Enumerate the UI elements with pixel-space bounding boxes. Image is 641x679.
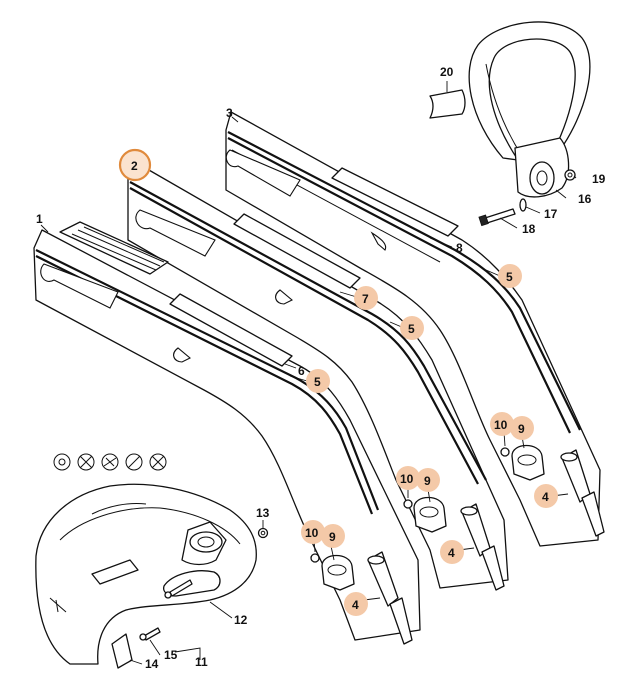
coupling-4-front (367, 551, 413, 645)
screw-10-back (500, 447, 510, 457)
callout-8[interactable]: 8 (456, 241, 463, 255)
callout-4-front[interactable]: 4 (352, 598, 359, 612)
highlight-10-back (490, 412, 514, 436)
callout-7[interactable]: 7 (362, 292, 369, 306)
selected-part-ring (118, 148, 152, 182)
highlight-9-back (510, 416, 534, 440)
callout-10-front[interactable]: 10 (305, 526, 319, 540)
callout-4-back[interactable]: 4 (542, 490, 549, 504)
callout-2[interactable]: 2 (131, 159, 138, 173)
highlight-5-middle (400, 316, 424, 340)
highlight-5-front (306, 369, 330, 393)
callout-19[interactable]: 19 (592, 172, 606, 186)
callout-9-middle[interactable]: 9 (424, 474, 431, 488)
callout-5-middle[interactable]: 5 (408, 322, 415, 336)
highlight-5-back (498, 264, 522, 288)
callout-18[interactable]: 18 (522, 222, 536, 236)
screw-15 (139, 627, 161, 641)
clamp-9-middle (413, 496, 447, 533)
callout-1[interactable]: 1 (36, 212, 43, 226)
washer-17 (519, 198, 527, 212)
highlight-4-front (344, 592, 368, 616)
highlight-4-middle (440, 540, 464, 564)
grass-blade-icon (101, 453, 119, 471)
callout-11[interactable]: 11 (195, 655, 208, 669)
callout-9-back[interactable]: 9 (518, 422, 525, 436)
callout-4-middle[interactable]: 4 (448, 546, 455, 560)
callout-17[interactable]: 17 (544, 207, 558, 221)
coupling-4-back (560, 449, 605, 537)
nut-19 (564, 169, 576, 181)
callout-6[interactable]: 6 (298, 364, 305, 378)
callout-13[interactable]: 13 (256, 506, 270, 520)
screw-10-front (310, 553, 320, 563)
callout-20[interactable]: 20 (440, 65, 454, 79)
highlight-9-front (321, 524, 345, 548)
highlight-4-back (534, 484, 558, 508)
highlight-bubbles (301, 264, 558, 616)
coupling-4-middle (460, 503, 505, 591)
no-metal-blade-icon (125, 453, 143, 471)
blade-14 (111, 633, 133, 669)
highlight-7 (354, 286, 378, 310)
highlight-10-middle (396, 466, 420, 490)
highlight-9-middle (416, 468, 440, 492)
highlight-10-front (301, 520, 325, 544)
screw-12-guard (164, 579, 193, 599)
cutting-line-icon (149, 453, 167, 471)
callout-12[interactable]: 12 (234, 613, 248, 627)
callout-numbers: 1 2 3 4 4 4 5 5 5 6 7 8 9 9 9 10 10 10 1… (36, 65, 606, 671)
callout-5-back[interactable]: 5 (506, 270, 513, 284)
loop-handle (468, 21, 591, 198)
nut-13 (257, 527, 269, 539)
shaft-assembly-3 (225, 111, 601, 547)
safety-icons-row (53, 453, 167, 471)
callout-16[interactable]: 16 (578, 192, 592, 206)
callout-10-back[interactable]: 10 (494, 418, 508, 432)
screw-18 (478, 208, 516, 227)
callout-15[interactable]: 15 (164, 648, 178, 662)
callout-10-middle[interactable]: 10 (400, 472, 414, 486)
clamp-9-back (511, 444, 545, 481)
safety-symbol-icon (53, 453, 71, 471)
callout-3[interactable]: 3 (226, 106, 233, 120)
handle-insert-20 (429, 89, 466, 119)
no-saw-blade-icon (77, 453, 95, 471)
callout-5-front[interactable]: 5 (314, 375, 321, 389)
screw-10-middle (403, 499, 413, 509)
callout-14[interactable]: 14 (145, 657, 159, 671)
clamp-9-front (321, 554, 355, 591)
callout-9-front[interactable]: 9 (329, 530, 336, 544)
